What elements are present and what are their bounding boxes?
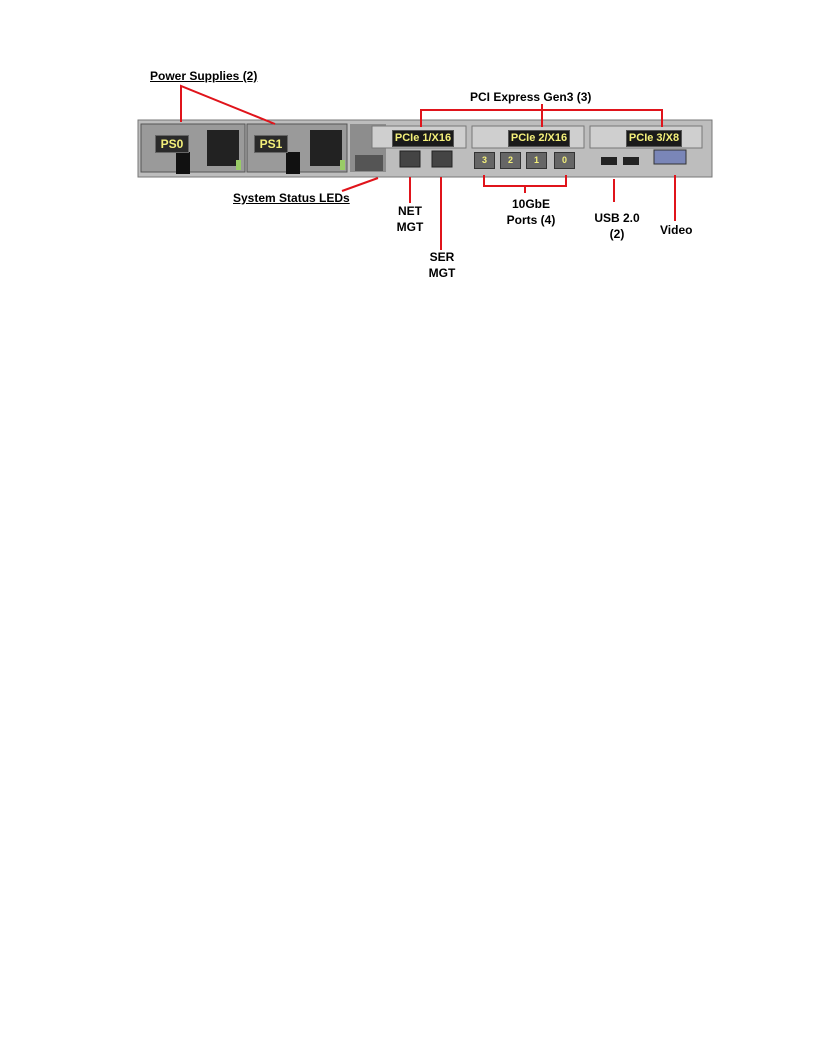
tengbe-ports-label: 10GbE Ports (4) [496,196,566,228]
system-status-leds-label: System Status LEDs [233,191,350,205]
10gbe-port-0: 0 [554,152,575,169]
usb-port-2 [623,157,639,165]
ps0-handle [176,152,190,174]
10gbe-port-2: 2 [500,152,521,169]
net-mgt-label: NET MGT [390,203,430,235]
video-label: Video [660,223,693,237]
10gbe-port-1: 1 [526,152,547,169]
usb-line2: (2) [609,227,625,241]
ps1-label: PS1 [254,135,288,153]
ps0-label: PS0 [155,135,189,153]
net-mgt-line1: NET [398,204,422,218]
power-supplies-label: Power Supplies (2) [150,69,258,83]
video-port [653,149,687,165]
ps1-ac-inlet [310,130,342,166]
net-mgt-port [399,150,421,168]
pci-express-label: PCI Express Gen3 (3) [470,90,592,104]
pcie2-label: PCIe 2/X16 [508,130,570,147]
ps0-ac-inlet [207,130,239,166]
callout-lines [180,84,676,250]
usb-label: USB 2.0 (2) [587,210,647,242]
usb-line1: USB 2.0 [594,211,640,225]
tengbe-line1: 10GbE [511,197,550,211]
pcie1-label: PCIe 1/X16 [392,130,454,147]
ser-mgt-port [431,150,453,168]
10gbe-port-3: 3 [474,152,495,169]
status-leds [355,155,383,171]
pcie3-label: PCIe 3/X8 [626,130,682,147]
net-mgt-line2: MGT [396,220,424,234]
ser-mgt-line2: MGT [428,266,456,280]
ser-mgt-line1: SER [429,250,455,264]
ps0-latch [236,160,241,170]
power-supply-callout [180,84,276,125]
ps1-handle [286,152,300,174]
status-leds-callout [341,177,379,192]
tengbe-line2: Ports (4) [506,213,556,227]
ser-mgt-label: SER MGT [422,249,462,281]
ps1-latch [340,160,345,170]
usb-port-1 [601,157,617,165]
